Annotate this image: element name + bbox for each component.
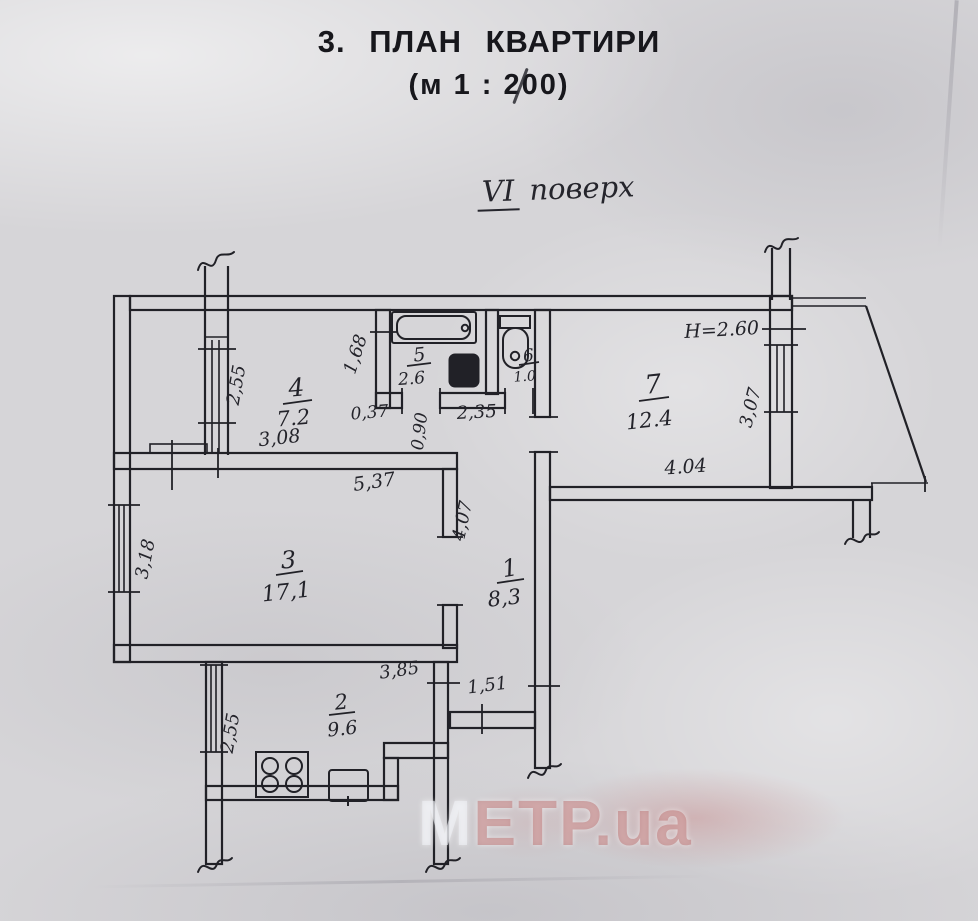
dim-room4-width: 3,08 [257, 425, 301, 451]
dim-room7-width: 4.04 [663, 455, 708, 480]
room-2-area: 9.6 [326, 717, 358, 742]
room-5-area: 2.6 [396, 368, 426, 390]
dimension-ticks [108, 328, 806, 753]
dim-room3-side: 3,18 [131, 537, 159, 580]
room-6-area: 1.0 [513, 368, 536, 386]
stove-icon [255, 751, 309, 798]
dim-room3-width: 5,37 [352, 468, 398, 496]
room-4-number: 4 [286, 372, 305, 402]
bath-sink-icon [448, 353, 480, 388]
walls [112, 248, 874, 866]
ceiling-height-note: Н=2.60 [683, 317, 760, 343]
room-6-number: 6 [522, 345, 535, 366]
dim-hall-length: 4,07 [448, 499, 477, 544]
room-1-area: 8,3 [486, 584, 522, 611]
dim-bath-side: 1,68 [340, 332, 372, 377]
scale-note: (м 1 : 200) [408, 69, 570, 101]
dim-entry-width: 1,51 [466, 673, 508, 699]
room-3-area: 17,1 [261, 578, 312, 608]
room-4-area: 7.2 [276, 405, 311, 432]
window-hatch-kitchen [210, 665, 217, 752]
dim-bath-wc-width: 2,35 [455, 401, 497, 424]
wall-break-symbols [197, 237, 880, 873]
room-7-number: 7 [643, 369, 663, 401]
window-hatch-room3 [118, 505, 125, 592]
page-title: 3. ПЛАН КВАРТИРИ [317, 24, 661, 59]
room-3-number: 3 [280, 546, 297, 575]
balcony-outline [792, 297, 928, 500]
dim-kitchen-side: 2,55 [217, 711, 245, 755]
dim-bath-door: 0,90 [408, 411, 432, 451]
room-5-number: 5 [412, 343, 426, 366]
window-hatch-loggia [211, 340, 220, 452]
kitchen-sink-icon [328, 769, 369, 806]
toilet-icon [499, 315, 531, 369]
dim-room4-side: 2,55 [223, 363, 251, 407]
room-1-number: 1 [500, 553, 519, 583]
room-7-area: 12.4 [625, 406, 674, 435]
dimension-labels: 2,55 1,68 3,08 0,37 0,90 2,35 5,37 3,18 … [131, 317, 765, 756]
room-labels: 4 7.2 5 2.6 6 1.0 7 12.4 3 17,1 1 8,3 2 … [261, 343, 674, 741]
dim-room7-side: 3,07 [736, 385, 766, 429]
window-hatch-room7 [776, 345, 785, 412]
dim-wall-stub: 0,37 [350, 401, 390, 424]
room-2-number: 2 [332, 689, 349, 714]
dim-kitchen-width: 3,85 [378, 657, 421, 683]
bathtub-icon [391, 311, 477, 344]
